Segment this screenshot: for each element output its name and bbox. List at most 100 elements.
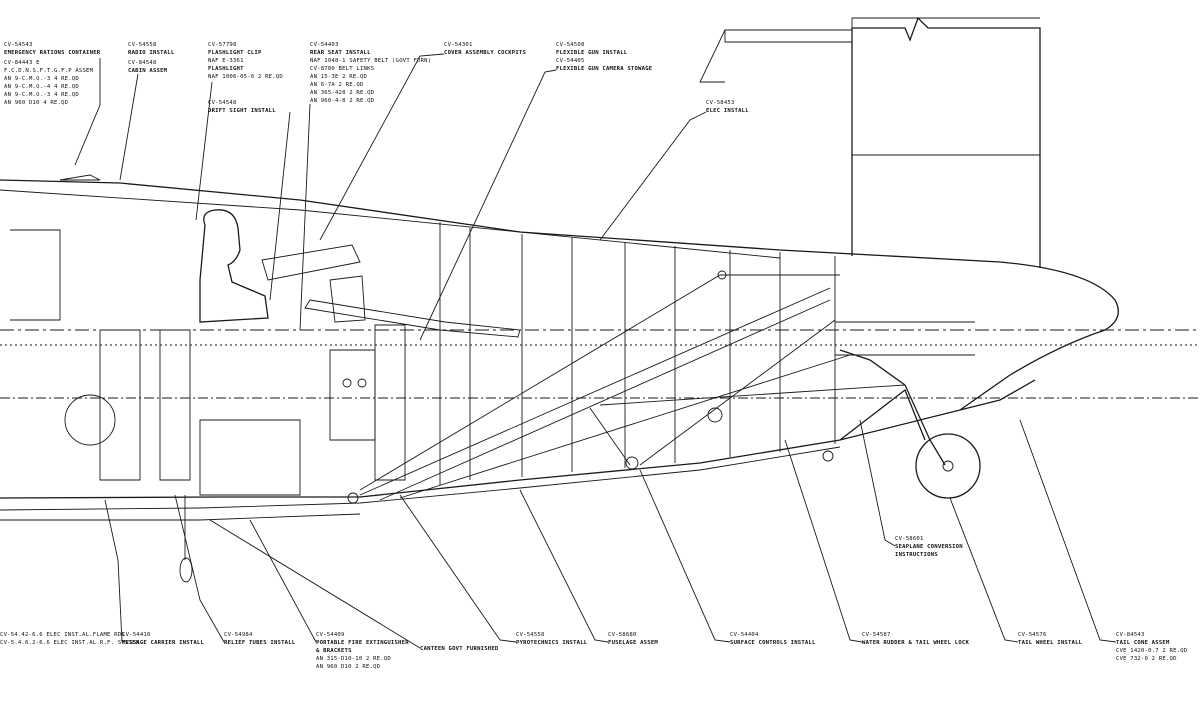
leader-relief [174, 494, 225, 643]
callout-line: CVE 1420-0.7 2 RE.QD [1116, 648, 1188, 654]
callout-elec-misc: CV-54.42-6.6 ELEC INST.AL.FLAME RDS CV-5… [0, 632, 140, 646]
callout-drift-sight: CV-54548 DRIFT SIGHT INSTALL [208, 100, 276, 114]
callout-line: MESSAGE CARRIER INSTALL [122, 640, 204, 646]
callout-flashlight: CV-57798 FLASHLIGHT CLIP NAF E-3361 FLAS… [208, 42, 283, 80]
callout-line: AN 960-4-8 2 RE.QD [310, 98, 375, 104]
callout-line: CV-54548 [208, 100, 237, 106]
callout-line: CV-58453 [706, 100, 735, 106]
pilot-and-gun [199, 209, 521, 481]
callout-radio: CV-54558 RADIO INSTALL CV-84548 CABIN AS… [128, 42, 175, 74]
callout-line: CV-84543 [1116, 632, 1145, 638]
leader-message [104, 499, 123, 643]
callout-line: CV-54403 [310, 42, 339, 48]
callout-line: AN 315-D10-10 2 RE.QD [316, 656, 391, 662]
callout-rear-seat: CV-54403 REAR SEAT INSTALL NAF 1048-1 SA… [310, 42, 431, 104]
callout-cover-assembly: CV-54301 COVER ASSEMBLY COCKPITS [444, 42, 526, 56]
callout-line: TAIL WHEEL INSTALL [1018, 640, 1083, 646]
leader-emergency [74, 58, 101, 166]
callout-line: CV-54508 [556, 42, 585, 48]
leader-cover [319, 53, 445, 241]
callout-line: COVER ASSEMBLY COCKPITS [444, 50, 526, 56]
callout-line: FLASHLIGHT [208, 66, 244, 72]
leader-flexgun [419, 69, 557, 341]
callout-line: NAF E-3361 [208, 58, 244, 64]
callout-line: EMERGENCY RATIONS CONTAINER [4, 50, 101, 56]
callout-line: CV-54410 [122, 632, 151, 638]
callout-line: PYROTECHNICS INSTALL [516, 640, 588, 646]
leader-seat [299, 103, 311, 331]
callout-line: CABIN ASSEM [128, 68, 168, 74]
leader-elec [599, 111, 707, 241]
callout-line: TAIL CONE ASSEM [1116, 640, 1170, 646]
callout-line: AN 6-7A 2 RE.QD [310, 82, 364, 88]
callout-pyrotechnics: CV-54558 PYROTECHNICS INSTALL [516, 632, 588, 646]
callout-line: SEAPLANE CONVERSION [895, 544, 963, 550]
leader-surface [639, 469, 731, 643]
callout-fuselage-assem: CV-58680 FUSELAGE ASSEM [608, 632, 658, 646]
callout-line: CV-54558 [516, 632, 545, 638]
callout-line: CV-84443 E [4, 60, 40, 66]
callout-line: NAF 1048-1 SAFETY BELT (GOVT FURN) [310, 58, 431, 64]
callout-line: AN 9-C.M.O.-4 4 RE.QD [4, 84, 79, 90]
callout-line: CV-54.42-6.6 ELEC INST.AL.FLAME RDS [0, 632, 125, 638]
callout-line: CV-54543 [4, 42, 33, 48]
callout-line: AN 15-3E 2 RE.QD [310, 74, 368, 80]
callout-canteen: CANTEEN GOVT FURNISHED [420, 646, 499, 652]
leader-flashlight [195, 81, 213, 221]
callout-message-carrier: CV-54410 MESSAGE CARRIER INSTALL [122, 632, 204, 646]
fuselage-outline [0, 179, 1200, 521]
callout-line: CV-54576 [1018, 632, 1047, 638]
callout-flexible-gun: CV-54508 FLEXIBLE GUN INSTALL CV-54405 F… [556, 42, 652, 72]
callout-line: CV-58680 [608, 632, 637, 638]
callout-seaplane: CV-58601 SEAPLANE CONVERSION INSTRUCTION… [895, 536, 963, 558]
tail-wheel-assembly [839, 349, 981, 499]
leader-fire [249, 519, 317, 643]
callout-line: AN 365-428 2 RE.QD [310, 90, 375, 96]
callout-tail-cone: CV-84543 TAIL CONE ASSEM CVE 1420-0.7 2 … [1116, 632, 1188, 662]
control-cables [359, 274, 975, 501]
leader-seaplane [859, 419, 896, 547]
callout-line: FLEXIBLE GUN INSTALL [556, 50, 628, 56]
callout-line: ELEC INSTALL [706, 108, 749, 114]
callout-line: CV-8780 BELT LINKS [310, 66, 374, 72]
callout-line: CV-54558 [128, 42, 157, 48]
leader-rudder [784, 439, 863, 643]
callout-line: CV-54404 [730, 632, 759, 638]
leader-tail-cone [1019, 419, 1117, 643]
leader-canteen [209, 519, 421, 649]
callout-fire-extinguisher: CV-54409 PORTABLE FIRE EXTINGUISHER & BR… [316, 632, 409, 670]
leader-radio [119, 73, 139, 181]
callout-line: DRIFT SIGHT INSTALL [208, 108, 276, 114]
callout-line: CV-54984 [224, 632, 253, 638]
callout-line: F.C.D.N.S.F.T.G.F.P ASSEM [4, 68, 94, 74]
forward-equipment [10, 174, 834, 583]
callout-line: CV-54405 [556, 58, 585, 64]
callout-line: CV-57798 [208, 42, 237, 48]
callout-line: CV-54587 [862, 632, 891, 638]
callout-elec: CV-58453 ELEC INSTALL [706, 100, 749, 114]
callout-line: INSTRUCTIONS [895, 552, 938, 558]
callout-emergency-rations: CV-54543 EMERGENCY RATIONS CONTAINER CV-… [4, 42, 101, 106]
callout-line: AN 960 D10 2 RE.QD [316, 664, 381, 670]
callout-line: WATER RUDDER & TAIL WHEEL LOCK [862, 640, 969, 646]
callout-water-rudder: CV-54587 WATER RUDDER & TAIL WHEEL LOCK [862, 632, 969, 646]
callout-line: CV-5.4.6.2-6.6 ELEC INST.AL.R.F. SYSTEM [0, 640, 140, 646]
callout-line: AN 9-C.M.O.-3 4 RE.QD [4, 76, 79, 82]
callout-line: FUSELAGE ASSEM [608, 640, 658, 646]
callout-line: CV-58601 [895, 536, 924, 542]
callout-line: FLEXIBLE GUN CAMERA STOWAGE [556, 66, 652, 72]
callout-line: FLASHLIGHT CLIP [208, 50, 262, 56]
callout-surface-controls: CV-54404 SURFACE CONTROLS INSTALL [730, 632, 816, 646]
callout-line: CVE 732-0 2 RE.QD [1116, 656, 1177, 662]
fin-rudder [699, 16, 1041, 268]
callout-line: PORTABLE FIRE EXTINGUISHER [316, 640, 409, 646]
leader-fuselage [519, 489, 609, 643]
callout-line: REAR SEAT INSTALL [310, 50, 371, 56]
callout-line: CV-54409 [316, 632, 345, 638]
leader-drift [269, 111, 291, 301]
callout-line: SURFACE CONTROLS INSTALL [730, 640, 816, 646]
leader-tail-wheel [949, 497, 1019, 643]
fuselage-frames [439, 222, 836, 485]
callout-line: AN 960 D10 4 RE.QD [4, 100, 69, 106]
